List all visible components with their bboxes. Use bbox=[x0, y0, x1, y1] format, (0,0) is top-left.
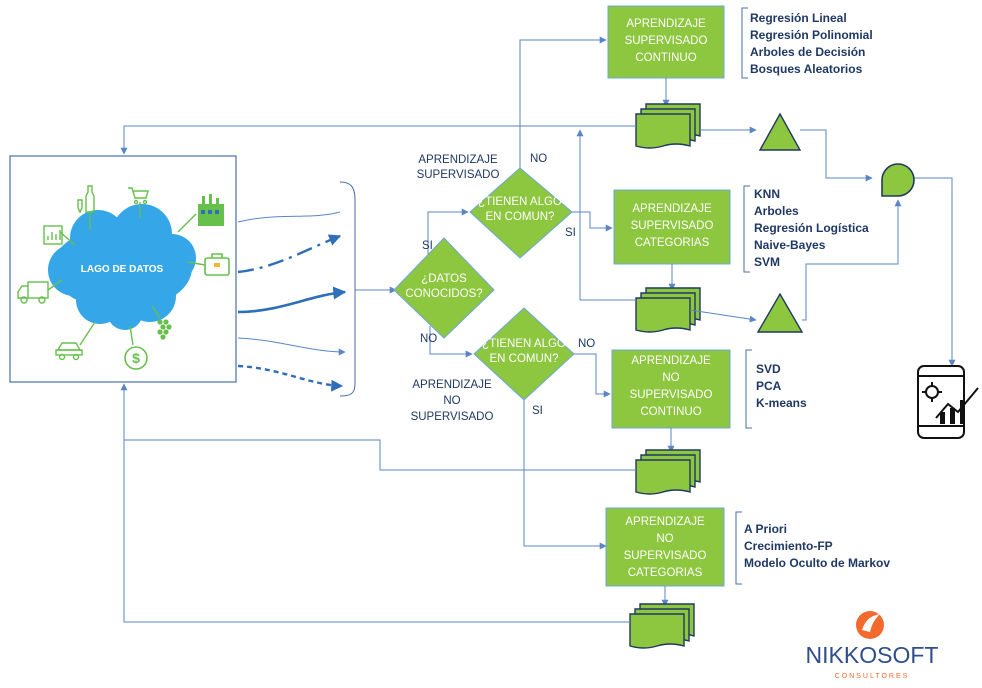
label-no-top: NO bbox=[530, 153, 547, 165]
documents-unsup-cont bbox=[635, 449, 701, 495]
algorithms-sup-cat: KNN Arboles Regresión Logística Naive-Ba… bbox=[754, 187, 869, 269]
feedback-lines bbox=[120, 125, 757, 623]
data-lake-panel: LAGO DE DATOS bbox=[9, 155, 237, 383]
box-sup-cat-line1: APRENDIZAJE bbox=[632, 203, 712, 215]
box-unsup-cont-line2: NO bbox=[662, 372, 679, 384]
alg-sup-cont-2: Regresión Polinomial bbox=[750, 28, 873, 42]
decision-top-line1: ¿TIENEN ALGO bbox=[478, 196, 562, 208]
decision-common-top: ¿TIENEN ALGO EN COMUN? bbox=[469, 167, 573, 259]
box-sup-cont-line1: APRENDIZAJE bbox=[626, 18, 706, 30]
merge-triangle-bottom bbox=[756, 292, 804, 333]
cloud-shape bbox=[48, 204, 196, 330]
brackets bbox=[735, 7, 752, 585]
svg-text:$: $ bbox=[132, 350, 140, 366]
label-si-bottom: SI bbox=[532, 405, 543, 417]
lake-output-lines bbox=[237, 181, 397, 397]
bar-chart-icon bbox=[43, 225, 63, 245]
alg-sup-cont-1: Regresión Lineal bbox=[750, 11, 847, 25]
bottle-icon bbox=[77, 185, 95, 214]
box-unsup-cat-line1: APRENDIZAJE bbox=[625, 516, 705, 528]
alg-unsup-cat-3: Modelo Oculto de Markov bbox=[744, 556, 890, 570]
box-sup-cont-line2: SUPERVISADO bbox=[625, 35, 708, 47]
box-sup-cat-line3: CATEGORIAS bbox=[635, 237, 710, 249]
box-unsup-cont-line1: APRENDIZAJE bbox=[631, 355, 711, 367]
documents-sup-cat bbox=[635, 287, 701, 333]
alg-sup-cont-3: Arboles de Decisión bbox=[750, 45, 865, 59]
display-node bbox=[881, 163, 915, 197]
box-unsup-cat-line2: NO bbox=[656, 533, 673, 545]
label-unsupervised-3: SUPERVISADO bbox=[411, 411, 494, 423]
box-unsup-cont-line4: CONTINUO bbox=[640, 406, 701, 418]
nikkosoft-logo: NIKKOSOFT CONSULTORES bbox=[806, 611, 939, 680]
algorithms-unsup-cont: SVD PCA K-means bbox=[756, 362, 807, 410]
alg-unsup-cont-2: PCA bbox=[756, 379, 782, 393]
box-to-doc-arrows bbox=[661, 78, 676, 607]
label-unsupervised-2: NO bbox=[443, 395, 460, 407]
alg-sup-cat-4: Naive-Bayes bbox=[754, 238, 826, 252]
alg-sup-cat-3: Regresión Logística bbox=[754, 221, 869, 235]
alg-unsup-cont-1: SVD bbox=[756, 362, 781, 376]
box-unsup-cat-line4: CATEGORIAS bbox=[628, 567, 703, 579]
mobile-analytics-icon bbox=[917, 365, 979, 439]
box-unsup-cat-line3: SUPERVISADO bbox=[624, 550, 707, 562]
algorithms-unsup-cat: A Priori Crecimiento-FP Modelo Oculto de… bbox=[744, 522, 890, 570]
display-node-flows bbox=[800, 129, 956, 367]
label-supervised-1: APRENDIZAJE bbox=[418, 154, 498, 166]
decision-known: ¿DATOS CONOCIDOS? bbox=[393, 237, 495, 339]
merge-triangle-top bbox=[758, 112, 802, 151]
decision-bottom-line2: EN COMUN? bbox=[489, 353, 558, 365]
alg-sup-cat-2: Arboles bbox=[754, 204, 799, 218]
alg-sup-cat-5: SVM bbox=[754, 255, 780, 269]
decision-known-line1: ¿DATOS bbox=[421, 273, 467, 285]
box-unsupervised-continuous: APRENDIZAJE NO SUPERVISADO CONTINUO bbox=[611, 349, 731, 429]
box-unsup-cont-line3: SUPERVISADO bbox=[630, 389, 713, 401]
label-supervised-2: SUPERVISADO bbox=[417, 169, 500, 181]
logo-name: NIKKOSOFT bbox=[806, 642, 939, 668]
logo-tagline: CONSULTORES bbox=[835, 673, 910, 680]
label-no-known: NO bbox=[420, 333, 437, 345]
label-no-bottom: NO bbox=[578, 338, 595, 350]
dollar-coin-icon: $ bbox=[124, 346, 148, 370]
truck-icon bbox=[17, 281, 49, 304]
decision-top-line2: EN COMUN? bbox=[485, 211, 554, 223]
factory-icon bbox=[198, 194, 224, 226]
decision-common-bottom: ¿TIENEN ALGO EN COMUN? bbox=[473, 307, 575, 401]
decision-known-line2: CONOCIDOS? bbox=[405, 288, 482, 300]
box-sup-cat-line2: SUPERVISADO bbox=[631, 220, 714, 232]
car-icon bbox=[55, 342, 83, 361]
documents-unsup-cat bbox=[629, 603, 695, 649]
alg-unsup-cat-1: A Priori bbox=[744, 522, 787, 536]
algorithms-sup-cont: Regresión Lineal Regresión Polinomial Ar… bbox=[750, 11, 873, 76]
alg-unsup-cat-2: Crecimiento-FP bbox=[744, 539, 833, 553]
alg-unsup-cont-3: K-means bbox=[756, 396, 807, 410]
alg-sup-cat-1: KNN bbox=[754, 187, 780, 201]
decision-flows bbox=[427, 36, 613, 550]
shopping-cart-icon bbox=[128, 187, 149, 205]
label-si-top: SI bbox=[565, 227, 576, 239]
documents-sup-cont bbox=[635, 103, 701, 149]
grapes-icon bbox=[157, 319, 172, 340]
box-unsupervised-categories: APRENDIZAJE NO SUPERVISADO CATEGORIAS bbox=[605, 507, 725, 587]
alg-sup-cont-4: Bosques Aleatorios bbox=[750, 62, 863, 76]
lake-title: LAGO DE DATOS bbox=[81, 264, 164, 275]
label-unsupervised-1: APRENDIZAJE bbox=[412, 379, 492, 391]
box-supervised-categories: APRENDIZAJE SUPERVISADO CATEGORIAS bbox=[613, 189, 731, 265]
box-supervised-continuous: APRENDIZAJE SUPERVISADO CONTINUO bbox=[607, 5, 725, 79]
box-sup-cont-line3: CONTINUO bbox=[635, 52, 696, 64]
briefcase-icon bbox=[204, 253, 230, 276]
label-si-known: SI bbox=[422, 240, 433, 252]
decision-bottom-line1: ¿TIENEN ALGO bbox=[482, 338, 566, 350]
